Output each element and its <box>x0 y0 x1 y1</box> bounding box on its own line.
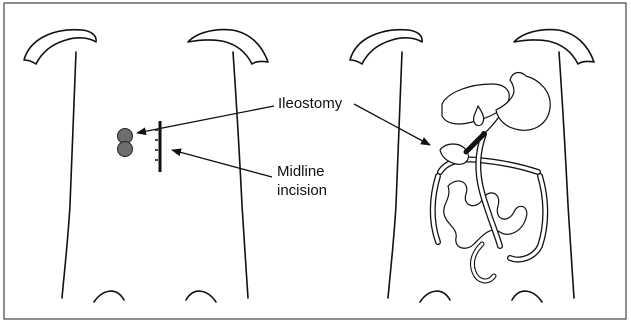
stoma-lower <box>118 142 133 157</box>
left-torso-left-side <box>62 52 76 298</box>
right-torso-right-side <box>559 52 574 298</box>
right-torso-left-shoulder <box>350 30 422 64</box>
duodenum <box>484 118 498 134</box>
left-torso-right-leg <box>186 291 216 302</box>
arrow-midline <box>172 150 272 177</box>
arrow-ileostomy-right <box>354 104 430 145</box>
right-torso-left-leg <box>420 291 450 302</box>
label-midline-line2: incision <box>277 182 327 199</box>
left-torso-left-leg <box>94 291 124 302</box>
left-torso-right-shoulder <box>188 30 268 64</box>
arrow-ileostomy-left <box>137 106 274 133</box>
label-ileostomy: Ileostomy <box>278 95 343 112</box>
left-torso-left-shoulder <box>24 30 96 64</box>
figure-border <box>4 3 626 319</box>
right-torso-right-shoulder <box>514 30 594 64</box>
sigmoid-inner <box>472 244 494 281</box>
right-torso-left-side <box>388 52 402 298</box>
right-torso-right-leg <box>512 291 542 302</box>
stoma-loop <box>440 144 468 164</box>
label-midline-line1: Midline <box>277 163 325 180</box>
small-bowel <box>444 181 527 248</box>
left-torso-right-side <box>233 52 248 298</box>
internal-anatomy <box>433 73 550 281</box>
